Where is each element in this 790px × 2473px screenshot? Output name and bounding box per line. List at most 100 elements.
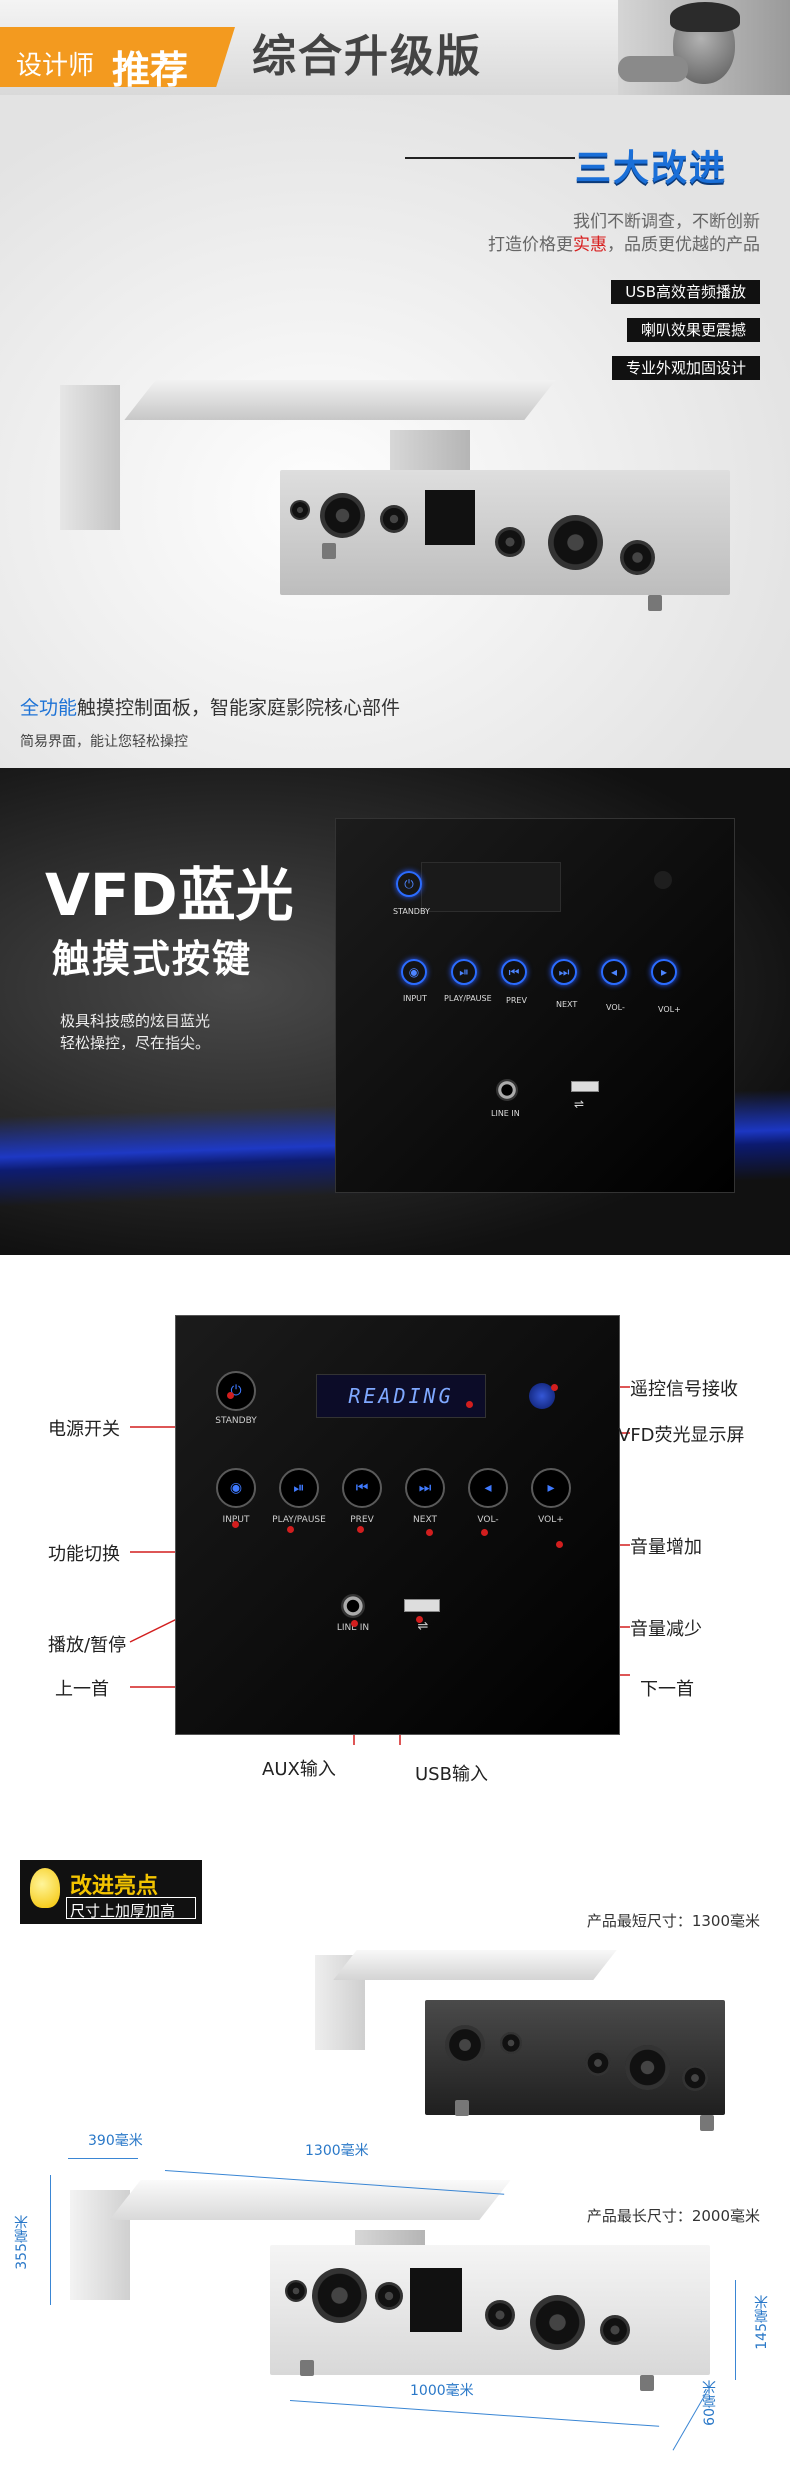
play-pause-button[interactable]: ⏯ [451,959,477,985]
callout-vol-down: 音量减少 [630,1619,702,1640]
compact-woofer-left [445,2025,485,2065]
mid-left [380,505,408,533]
btn2-label-vol-down: VOL- [477,1515,499,1525]
dim-390: 390毫米 [88,2133,143,2149]
callout-next: 下一首 [640,1679,694,1700]
tag-text-a: 设计师 [16,51,95,81]
ext-foot-l [300,2360,314,2376]
callout-vol-up: 音量增加 [630,1537,702,1558]
improvements-line2: 打造价格更实惠，品质更优越的产品 [488,230,760,255]
dim-355-line [50,2175,51,2305]
prev-button[interactable]: ⏮ [501,959,527,985]
standby-label-2: STANDBY [215,1416,257,1426]
line2-red: 实惠 [573,235,607,255]
woofer-left [320,493,365,538]
shelf-support [390,430,470,470]
standby-label: STANDBY [393,907,430,916]
btn-label-vol-down: VOL- [606,1003,625,1012]
foot-right [648,595,662,611]
callout-dot-prev [357,1526,364,1533]
ext-mid-right [485,2300,515,2330]
ext-mini-panel [410,2268,462,2332]
dim-1300: 1300毫米 [305,2143,369,2159]
callout-dot-vfd [466,1401,473,1408]
callout-dot-play [287,1526,294,1533]
usb-icon-2: ⇌ [417,1619,429,1634]
compact-foot-r [700,2115,714,2131]
control-panel-closeup: READING ⏻ STANDBY ◉ ⏯ ⏮ ⏭ ◂ ▸ INPUT PLAY… [175,1315,620,1735]
callout-prev: 上一首 [55,1679,109,1700]
tweeter-left [290,500,310,520]
banner: 设计师 推荐 综合升级版 [0,0,790,95]
dim-390-line [68,2158,138,2159]
play-pause-button-2[interactable]: ⏯ [279,1468,319,1508]
standby-power-icon-2[interactable]: ⏻ [216,1371,256,1411]
callout-vfd: VFD荧光显示屏 [618,1425,745,1446]
line-in-label-2: LINE IN [336,1623,370,1633]
btn2-label-next: NEXT [413,1515,437,1525]
compact-foot-l [455,2100,469,2116]
dim-1000: 1000毫米 [410,2383,474,2399]
compact-tweeter [682,2065,708,2091]
badge-sub-frame [66,1897,196,1919]
designer-tag: 设计师 推荐 [0,27,235,87]
vol-up-button-2[interactable]: ▸ [531,1468,571,1508]
ext-tweeter-right [600,2315,630,2345]
next-button-2[interactable]: ⏭ [405,1468,445,1508]
compact-top [333,1950,617,1980]
vfd-control-panel: ⏻ STANDBY ◉ ⏯ ⏮ ⏭ ◂ ▸ INPUT PLAY/PAUSE P… [335,818,735,1193]
improvement-point-2: 喇叭效果更震撼 [626,318,760,342]
callout-dot-ir [551,1384,558,1391]
input-button-2[interactable]: ◉ [216,1468,256,1508]
dim-145-line [735,2280,736,2380]
callout-dot-function [232,1521,239,1528]
min-size-note: 产品最短尺寸：1300毫米 [586,1912,760,1930]
vfd-section: VFD蓝光 触摸式按键 极具科技感的炫目蓝光 轻松操控，尽在指尖。 ⏻ STAN… [0,768,790,1255]
improvement-point-3: 专业外观加固设计 [611,356,760,380]
btn-label-prev: PREV [506,996,527,1005]
callout-ir: 遥控信号接收 [630,1379,738,1400]
prev-button-2[interactable]: ⏮ [342,1468,382,1508]
dimensions-section: 改进亮点 尺寸上加厚加高 产品最短尺寸：1300毫米 产品最长尺寸：2000毫米 [0,1800,790,2473]
ext-woofer-left [312,2268,367,2323]
callout-dot-vol-down [481,1529,488,1536]
line-in-jack [496,1079,518,1101]
callout-dot-power [227,1392,234,1399]
dim-60: 60毫米 [702,2380,718,2426]
standby-power-icon[interactable]: ⏻ [396,871,422,897]
compact-mid-left [500,2032,522,2054]
next-button[interactable]: ⏭ [551,959,577,985]
btn2-label-play: PLAY/PAUSE [272,1515,326,1525]
ext-foot-r [640,2375,654,2391]
tag-text-b: 推荐 [112,48,189,92]
line-in-label: LINE IN [491,1109,520,1118]
improvements-section: 三大改进 我们不断调查，不断创新 打造价格更实惠，品质更优越的产品 USB高效音… [0,95,790,775]
badge-sub: 尺寸上加厚加高 [70,1902,176,1920]
dim-355: 355毫米 [14,2215,30,2270]
feature-line: 全功能触摸控制面板，智能家庭影院核心部件 [20,693,400,720]
vol-up-button[interactable]: ▸ [651,959,677,985]
btn-label-vol-up: VOL+ [658,1005,681,1014]
callout-play: 播放/暂停 [48,1635,127,1656]
extended-top [109,2180,511,2220]
callout-dot-vol-up [556,1541,563,1548]
callout-aux: AUX输入 [262,1759,336,1780]
designer-photo [618,0,790,95]
tweeter-right [620,540,655,575]
ir-sensor [654,871,672,889]
vfd-subtitle: 触摸式按键 [52,937,253,981]
callout-power: 电源开关 [48,1419,120,1440]
dim-145: 145毫米 [754,2295,770,2350]
vol-down-button[interactable]: ◂ [601,959,627,985]
callout-dot-usb [416,1616,423,1623]
feature-text: 触摸控制面板，智能家庭影院核心部件 [77,697,401,719]
ir-receiver [529,1383,555,1409]
improvements-line1: 我们不断调查，不断创新 [573,212,760,232]
improvement-point-1: USB高效音频播放 [611,280,760,304]
shelf-left-leg [60,385,120,530]
vol-down-button-2[interactable]: ◂ [468,1468,508,1508]
input-button[interactable]: ◉ [401,959,427,985]
badge-title: 改进亮点 [70,1874,159,1899]
btn-label-input: INPUT [403,994,427,1003]
lightbulb-icon [30,1868,60,1908]
